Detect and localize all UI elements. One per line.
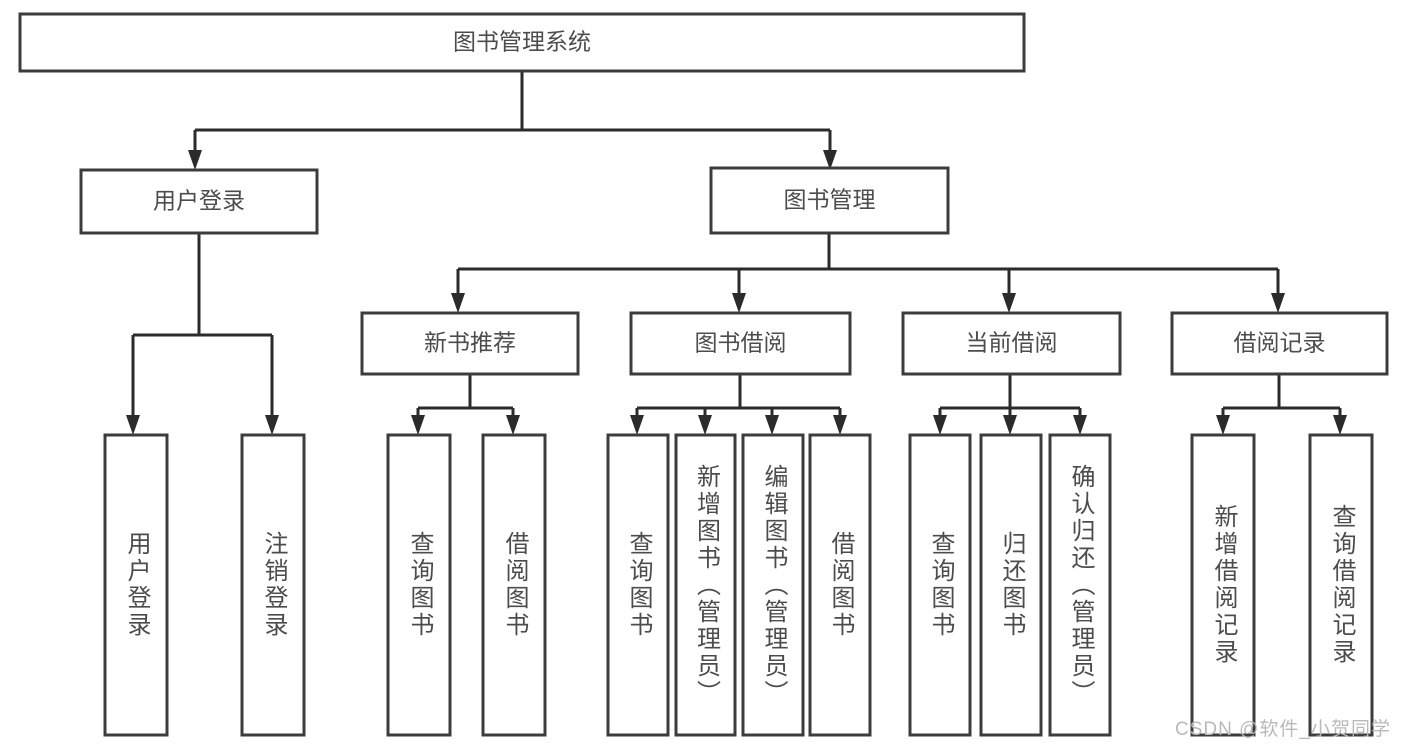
arrow-head-icon: [265, 415, 279, 435]
arrow-head-icon: [1073, 415, 1087, 435]
level2-node-2[interactable]: [901, 311, 1122, 376]
root-node-label: 图书管理系统: [453, 29, 591, 55]
arrow-head-icon: [732, 293, 746, 313]
level2-node-3[interactable]: [1170, 311, 1389, 376]
connectors-layer: [126, 71, 1347, 435]
level1-node-0[interactable]: [79, 168, 319, 235]
leaf-node-rect-0[interactable]: [103, 433, 169, 737]
level2-node-label: 新书推荐: [424, 330, 516, 356]
arrow-head-icon: [630, 415, 644, 435]
level2-node-label: 借阅记录: [1234, 330, 1326, 356]
arrow-head-icon: [1271, 293, 1285, 313]
arrow-head-icon: [1333, 415, 1347, 435]
arrow-head-icon: [823, 150, 837, 170]
leaf-node-rect-8[interactable]: [908, 433, 972, 737]
level2-node-rect[interactable]: [360, 311, 580, 376]
arrow-head-icon: [1003, 415, 1017, 435]
level2-node-1[interactable]: [629, 311, 852, 376]
arrow-head-icon: [833, 415, 847, 435]
arrow-head-icon: [451, 293, 465, 313]
arrow-head-icon: [411, 415, 425, 435]
level1-node-label: 图书管理: [784, 187, 876, 213]
leaf-node-rect-11[interactable]: [1190, 433, 1256, 737]
arrow-head-icon: [1216, 415, 1230, 435]
level2-node-rect[interactable]: [1170, 311, 1389, 376]
csdn-watermark: CSDN @软件_小贺同学: [1175, 719, 1391, 740]
boxes-layer: [18, 12, 1389, 737]
arrow-head-icon: [765, 415, 779, 435]
arrow-head-icon: [188, 150, 202, 170]
leaf-node-rect-1[interactable]: [240, 433, 306, 737]
level2-node-label: 当前借阅: [966, 330, 1058, 356]
level1-node-rect[interactable]: [79, 168, 319, 235]
level1-node-1[interactable]: [709, 166, 950, 235]
root-node-rect[interactable]: [18, 12, 1026, 73]
level2-node-0[interactable]: [360, 311, 580, 376]
leaf-node-rect-12[interactable]: [1308, 433, 1374, 737]
arrow-head-icon: [1002, 293, 1016, 313]
leaf-node-rect-4[interactable]: [606, 433, 670, 737]
root-node[interactable]: [18, 12, 1026, 73]
arrow-head-icon: [698, 415, 712, 435]
leaf-node-rect-7[interactable]: [808, 433, 872, 737]
leaf-node-rect-3[interactable]: [481, 433, 547, 737]
arrow-head-icon: [126, 415, 140, 435]
leaf-node-rect-9[interactable]: [979, 433, 1043, 737]
arrow-head-icon: [506, 415, 520, 435]
leaf-node-rect-10[interactable]: [1048, 433, 1112, 737]
leaf-node-rect-6[interactable]: [741, 433, 805, 737]
level2-node-rect[interactable]: [901, 311, 1122, 376]
arrow-head-icon: [933, 415, 947, 435]
level1-node-label: 用户登录: [153, 188, 245, 214]
level2-node-rect[interactable]: [629, 311, 852, 376]
leaf-node-rect-5[interactable]: [674, 433, 737, 737]
leaf-node-rect-2[interactable]: [386, 433, 452, 737]
level2-node-label: 图书借阅: [695, 330, 787, 356]
level1-node-rect[interactable]: [709, 166, 950, 235]
